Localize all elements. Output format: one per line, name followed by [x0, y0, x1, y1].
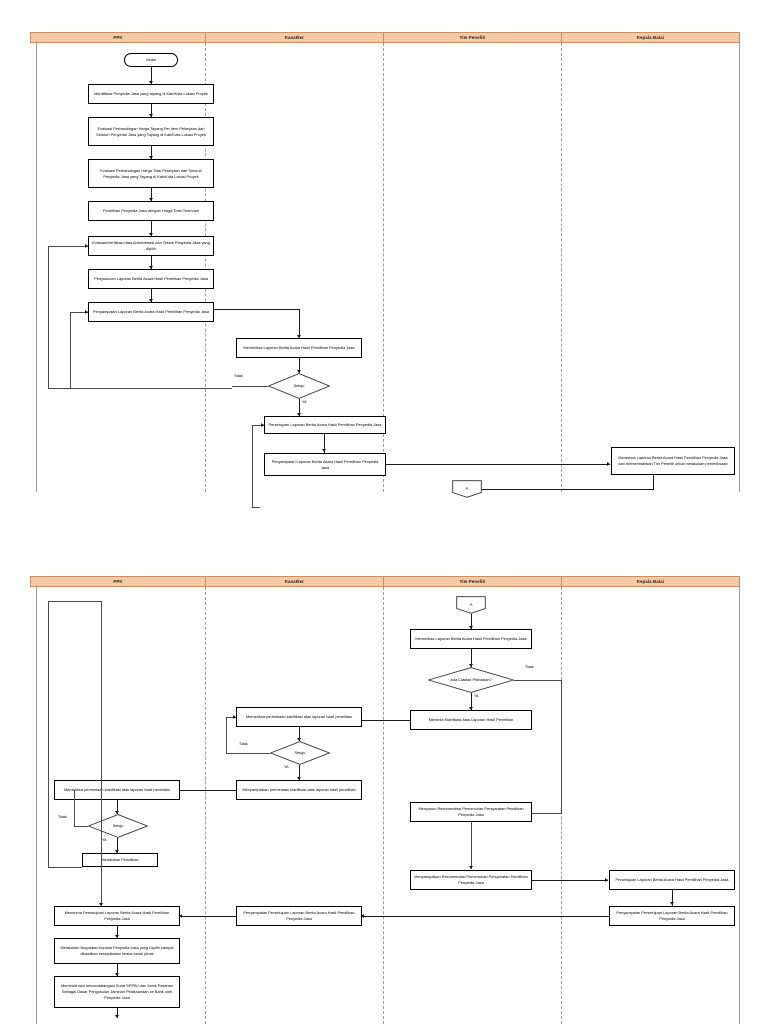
lane-divider-tim-kepala-1: [561, 43, 562, 492]
lane-header-kepala-balai: Kepala Balai: [636, 35, 665, 40]
offpage-connector-icon: [452, 480, 482, 498]
edge-label-tidak-3: Tidak: [239, 742, 248, 746]
node-melakukan-negosiasi: Melakukan Negosiasi Kepada Penyedia Jasa…: [54, 938, 180, 964]
node-menyusun-rekomendasi: Menyusun Rekomendasi Pemenuhan Persyarat…: [410, 802, 532, 822]
node-pemilihan-harga-terendah: Pemilihan Penyedia Jasa dengan Harga Tot…: [88, 201, 214, 221]
edge-label-ya-1: YA: [302, 400, 307, 404]
diamond-shape-icon-3: [270, 741, 330, 765]
node-penyampaian-persetujuan-kasatker: Penyampaian Persetujuan Laporan Berita A…: [236, 906, 362, 926]
node-persetujuan-berita-acara: Persetujuan Laporan Berita Acara Hasil P…: [264, 416, 386, 434]
node-mulai: Mulai: [124, 53, 178, 67]
node-evaluasi-verifikasi-data: Evaluasi/Verifikasi data Administrasi da…: [88, 236, 214, 256]
edge-label-tidak-1: Tidak: [234, 374, 243, 378]
lane-header-kasatker-2: Kasatker: [206, 577, 384, 586]
node-meminta-klarifikasi: Meminta Klarifikasi Atas Laporan Hasil P…: [410, 710, 532, 730]
lane-header-kepala-balai-2: Kepala Balai: [636, 579, 665, 584]
edge-label-tidak-4: Tidak: [58, 815, 67, 819]
node-penyampaian-berita-acara-2: Penyampaian Laporan Berita Acara Hasil P…: [264, 453, 386, 476]
lane-header-row-1: PPK Kasatker Tim Peneliti Kepala Balai: [30, 32, 740, 43]
lane-edge-left-1: [36, 43, 37, 492]
node-memeriksa-permintaan-klarifikasi-ppk: Memeriksa permintaan klarifikasi atas la…: [54, 780, 180, 800]
edge-label-ya-3: YA: [284, 765, 289, 769]
lane-divider-kasatker-tim-1: [383, 43, 384, 492]
node-memeriksa-berita-acara-2: Memeriksa Laporan Berita Acara Hasil Pem…: [410, 629, 532, 649]
node-penyampaian-persetujuan-kepala-balai: Penyampaian Persetujuan Laporan Berita A…: [609, 906, 735, 926]
node-membuat-sppbj: Membuat dan menandatangani Surat SPPBJ d…: [54, 976, 180, 1008]
node-menyampaikan-permintaan-klarifikasi: Menyampaikan permintaan klarifikasi atas…: [236, 780, 362, 800]
decision-label-ada-catatan: Ada Catatan Perbaikan?: [450, 678, 492, 682]
node-melakukan-perbaikan: Melakukan Perbaikan: [82, 853, 158, 867]
lane-header-tim-peneliti-2: Tim Peneliti: [384, 577, 562, 586]
lane-edge-right-2: [739, 587, 740, 1024]
lane-edge-right-1: [739, 43, 740, 492]
diamond-shape-icon-2: [428, 667, 514, 693]
connector-a-label-2: A: [469, 601, 473, 607]
node-evaluasi-harga-total: Evaluasi Perbandingan Harga Total Pekerj…: [88, 159, 214, 188]
flowchart-part-1: PPK Kasatker Tim Peneliti Kepala Balai M…: [30, 32, 740, 508]
decision-label-setuju-3: Setuju: [112, 824, 124, 828]
node-evaluasi-per-item: Evaluasi Perbandingan Harga Tayang Per i…: [88, 117, 214, 146]
diamond-shape-icon: [268, 373, 330, 399]
lane-divider-kasatker-tim-2: [383, 587, 384, 1024]
node-memeriksa-permintaan-klarifikasi-kasatker: Memeriksa permintaan klarifikasi atas la…: [236, 707, 362, 727]
edge-label-tidak-2: Tidak: [525, 665, 534, 669]
edge-label-ya-4: YA: [102, 838, 107, 842]
diamond-shape-icon-4: [88, 814, 148, 838]
node-menerima-persetujuan: Menerima Persetujuan Laporan Berita Acar…: [54, 906, 180, 926]
node-penyusunan-berita-acara: Penyusunan Laporan Berita Acara Hasil Pe…: [88, 269, 214, 289]
lane-header-ppk: PPK: [31, 33, 206, 42]
node-memeriksa-berita-acara: Memeriksa Laporan Berita Acara Hasil Pem…: [236, 338, 362, 358]
decision-label-setuju-2: Setuju: [294, 751, 306, 755]
flowchart-part-2: PPK Kasatker Tim Peneliti Kepala Balai A…: [30, 576, 740, 1024]
connector-a-in: A: [456, 596, 486, 614]
lane-header-tim-peneliti: Tim Peneliti: [384, 33, 562, 42]
lane-header-kasatker: Kasatker: [206, 33, 384, 42]
lane-divider-ppk-kasatker-2: [205, 587, 206, 1024]
lane-body-2: A Memeriksa Laporan Berita Acara Hasil P…: [30, 587, 740, 1024]
decision-setuju-ppk: Setuju: [88, 814, 148, 838]
node-identifikasi-penyedia: Identifikasi Penyedia Jasa yang tayang d…: [88, 84, 214, 104]
lane-header-ppk-2: PPK: [31, 577, 206, 586]
lane-header-row-2: PPK Kasatker Tim Peneliti Kepala Balai: [30, 576, 740, 587]
connector-a-out: A: [452, 480, 482, 498]
node-menerima-berita-acara: Menerima Laporan Berita Acara Hasil Pemi…: [611, 447, 735, 475]
decision-label-setuju: Setuju: [293, 384, 305, 388]
edge-label-ya-2: YA: [474, 694, 479, 698]
decision-setuju-kasatker: Setuju: [268, 373, 330, 399]
connector-a-label: A: [465, 485, 469, 491]
lane-edge-left-2: [36, 587, 37, 1024]
decision-setuju-kasatker-2: Setuju: [270, 741, 330, 765]
lane-divider-ppk-kasatker-1: [205, 43, 206, 492]
node-persetujuan-berita-acara-2: Persetujuan Laporan Berita Acara Hasil P…: [609, 870, 735, 890]
lane-body-1: Mulai Identifikasi Penyedia Jasa yang ta…: [30, 43, 740, 508]
node-menyampaikan-rekomendasi: Menyampaikan Rekomendasi Pemenuhan Persy…: [410, 870, 532, 890]
offpage-connector-icon-2: [456, 596, 486, 614]
node-penyampaian-berita-acara: Penyampaian Laporan Berita Acara Hasil P…: [88, 302, 214, 322]
decision-ada-catatan-perbaikan: Ada Catatan Perbaikan?: [428, 667, 514, 693]
